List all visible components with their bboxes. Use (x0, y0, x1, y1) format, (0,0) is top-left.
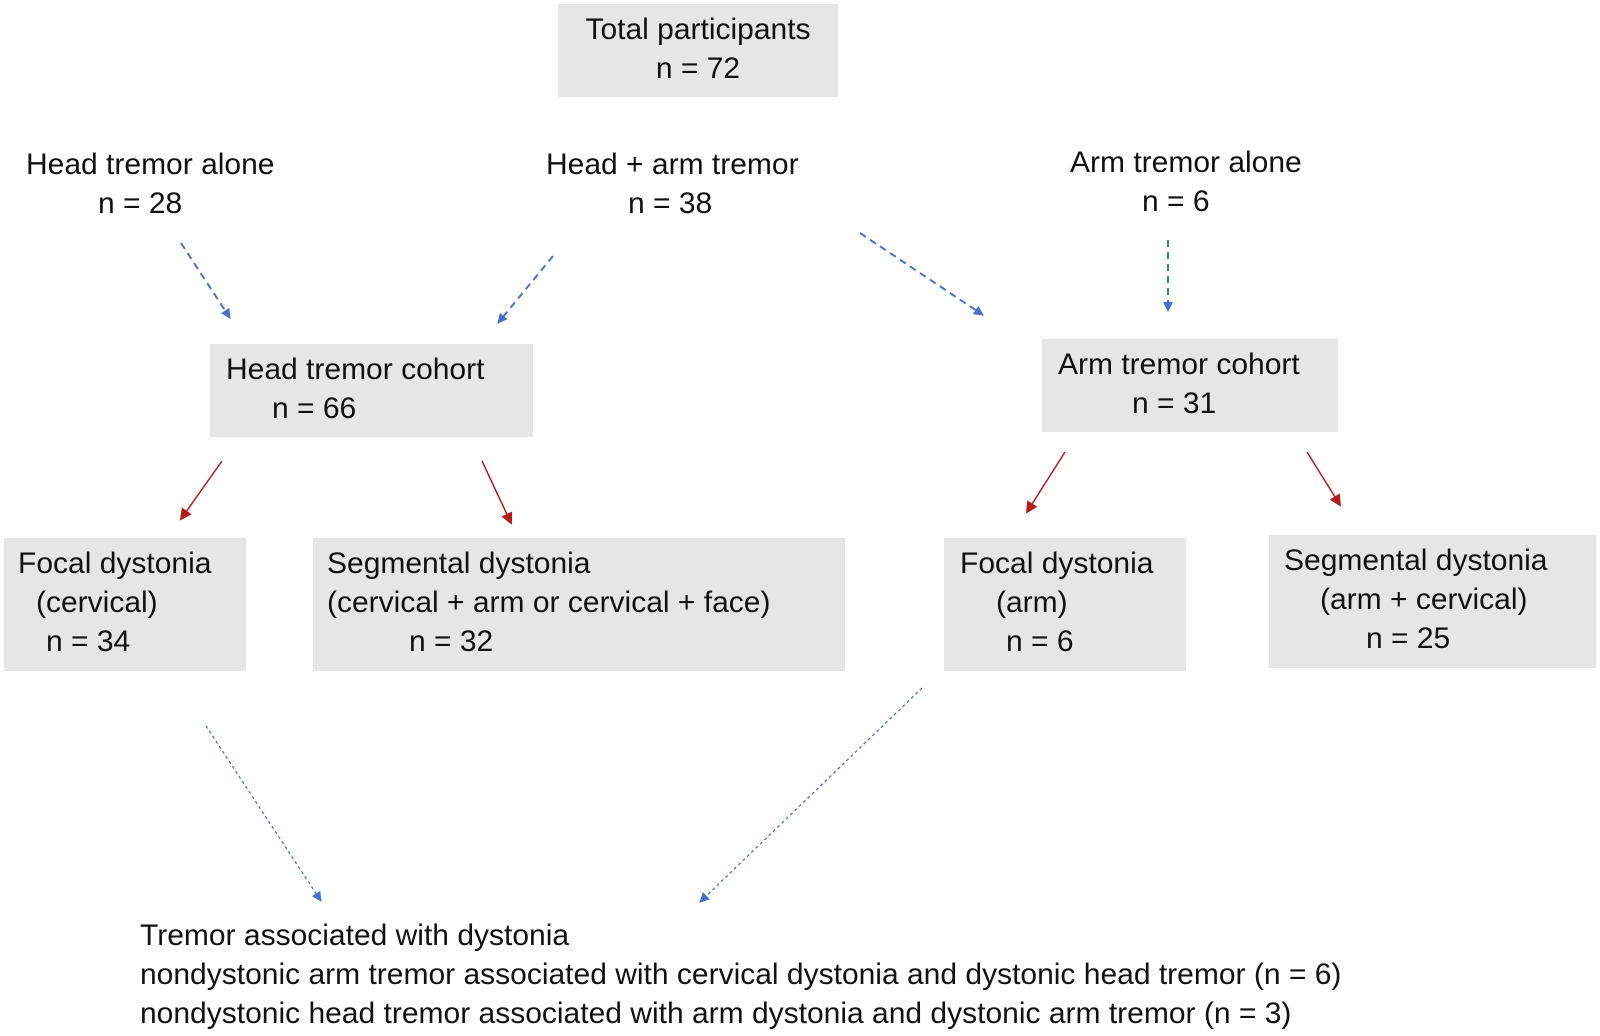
head-arm-tremor-count: n = 38 (628, 187, 713, 220)
focal-dystonia-arm-box: Focal dystonia (arm) n = 6 (944, 538, 1186, 671)
summary-title: Tremor associated with dystonia (140, 919, 570, 952)
total-participants-box: Total participants n = 72 (558, 4, 838, 97)
arrow-arm-cohort-to-focal-arm (1025, 451, 1066, 514)
arrow-head-arm-to-head-cohort (497, 255, 554, 324)
focal-arm-subtitle: (arm) (996, 586, 1068, 619)
arrow-head-cohort-to-focal-cervical (179, 460, 223, 521)
arrow-focal-cervical-to-footer (205, 725, 322, 902)
arm-tremor-alone-label: Arm tremor alone n = 6 (1066, 143, 1336, 221)
focal-cervical-count: n = 34 (46, 625, 131, 658)
segmental-arm-subtitle: (arm + cervical) (1320, 583, 1528, 616)
arm-tremor-cohort-title: Arm tremor cohort (1058, 348, 1300, 381)
arm-tremor-alone-count: n = 6 (1142, 185, 1210, 218)
arrow-focal-arm-to-footer (699, 687, 923, 903)
segmental-cervical-title: Segmental dystonia (327, 547, 591, 580)
arrow-arm-cohort-to-segmental-arm (1306, 451, 1342, 507)
head-tremor-alone-title: Head tremor alone (26, 148, 275, 181)
arm-tremor-alone-title: Arm tremor alone (1070, 146, 1302, 179)
head-tremor-cohort-box: Head tremor cohort n = 66 (210, 344, 533, 437)
arrow-head-arm-to-arm-cohort (859, 232, 984, 316)
head-arm-tremor-title: Head + arm tremor (546, 148, 799, 181)
head-arm-tremor-label: Head + arm tremor n = 38 (540, 145, 830, 223)
arrow-head-cohort-to-segmental-cervical (481, 460, 513, 525)
arm-tremor-cohort-box: Arm tremor cohort n = 31 (1042, 339, 1338, 432)
arrow-head-alone-to-head-cohort (180, 242, 231, 319)
segmental-cervical-count: n = 32 (409, 625, 494, 658)
head-tremor-alone-label: Head tremor alone n = 28 (20, 145, 300, 223)
focal-cervical-title: Focal dystonia (18, 547, 212, 580)
summary-line-arm-tremor: nondystonic arm tremor associated with c… (140, 958, 1342, 991)
segmental-arm-title: Segmental dystonia (1284, 544, 1548, 577)
focal-cervical-subtitle: (cervical) (36, 586, 158, 619)
dystonia-association-summary: Tremor associated with dystonia nondysto… (140, 916, 1341, 1033)
focal-arm-count: n = 6 (1006, 625, 1074, 658)
summary-line-head-tremor: nondystonic head tremor associated with … (140, 997, 1292, 1030)
segmental-dystonia-cervical-box: Segmental dystonia (cervical + arm or ce… (313, 538, 845, 671)
focal-dystonia-cervical-box: Focal dystonia (cervical) n = 34 (4, 538, 246, 671)
segmental-cervical-subtitle: (cervical + arm or cervical + face) (327, 586, 771, 619)
segmental-dystonia-arm-box: Segmental dystonia (arm + cervical) n = … (1269, 535, 1596, 668)
total-participants-title: Total participants (585, 13, 811, 46)
focal-arm-title: Focal dystonia (960, 547, 1154, 580)
segmental-arm-count: n = 25 (1366, 622, 1451, 655)
head-tremor-cohort-title: Head tremor cohort (226, 353, 485, 386)
head-tremor-cohort-count: n = 66 (272, 392, 357, 425)
head-tremor-alone-count: n = 28 (98, 187, 183, 220)
total-participants-count: n = 72 (655, 52, 741, 85)
arm-tremor-cohort-count: n = 31 (1132, 387, 1217, 420)
